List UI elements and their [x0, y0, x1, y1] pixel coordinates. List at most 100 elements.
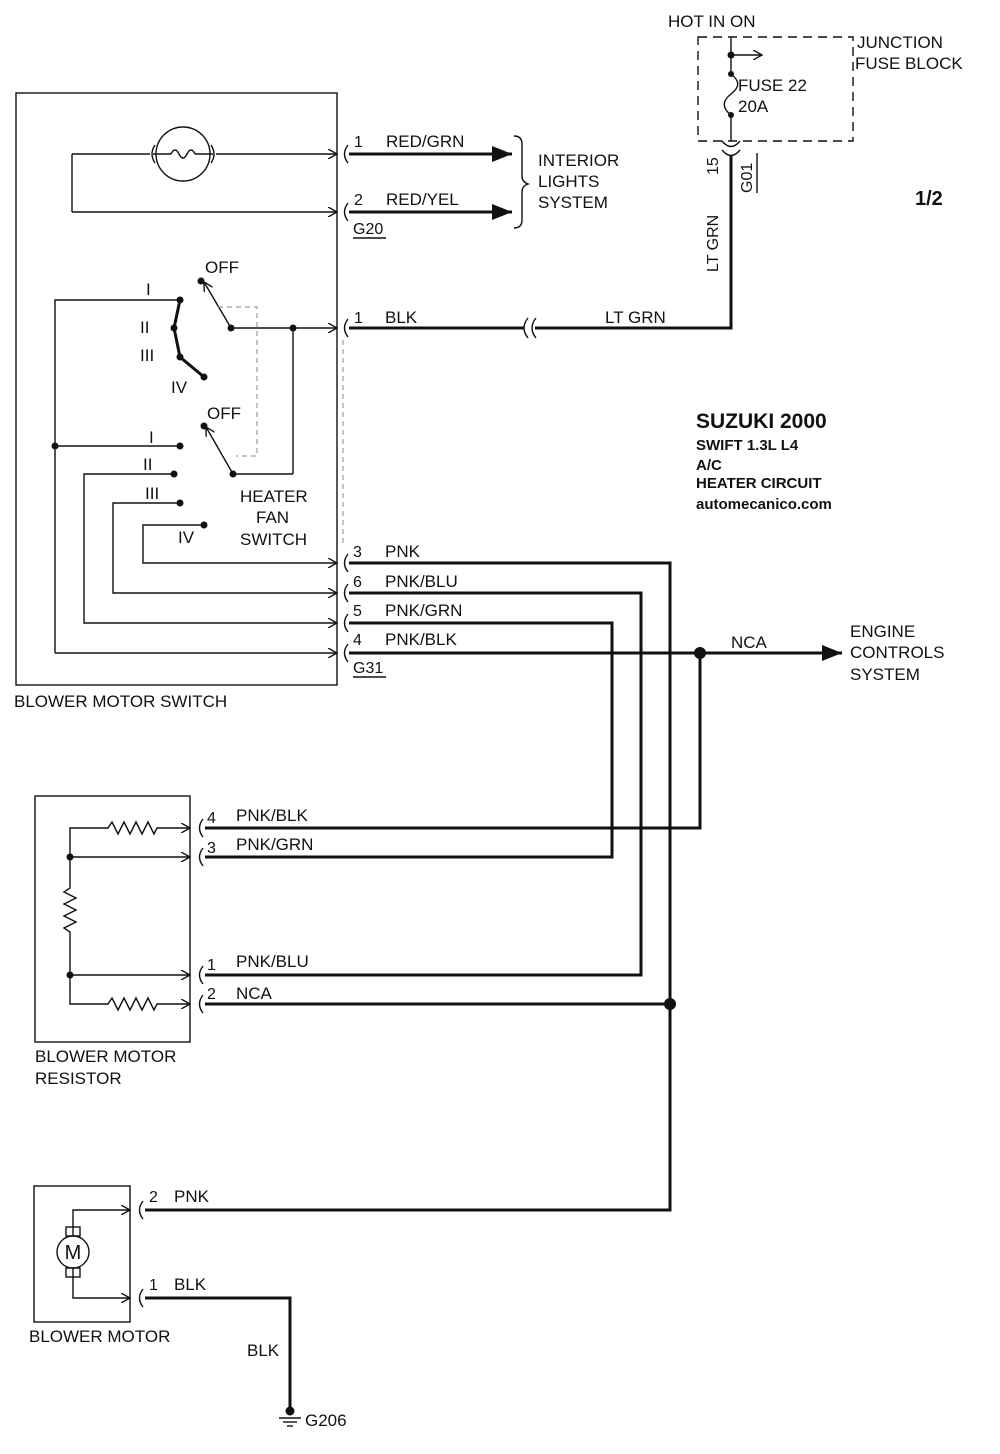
- system-title: A/C: [696, 457, 722, 474]
- switch-label: SWITCH: [240, 530, 307, 549]
- switch-linkage: [218, 306, 258, 457]
- g20-name-label: G20: [353, 221, 383, 238]
- resistor-pin3-wire: PNK/GRN: [236, 835, 313, 854]
- resistor-pin1-wire: PNK/BLU: [236, 952, 309, 971]
- heater-label: HEATER: [240, 487, 308, 506]
- ground-name-label: G206: [305, 1411, 347, 1430]
- resistor-pin4-wire: PNK/BLK: [236, 806, 308, 825]
- resistor-pin2-wire: NCA: [236, 984, 273, 1003]
- g31-pin4-icon: [343, 643, 349, 663]
- ground-node: [285, 1406, 295, 1416]
- g01-name-label: G01: [739, 163, 756, 193]
- g31-pin3-icon: [343, 553, 349, 573]
- pos-1-bus: [54, 299, 180, 653]
- resistor-name-2: RESISTOR: [35, 1069, 122, 1088]
- fuse-name-label: FUSE 22: [738, 76, 807, 95]
- motor-icon: [56, 1235, 90, 1269]
- out-wire-pnk-blu: PNK/BLU: [385, 572, 458, 591]
- resistor-pin1-label: 1: [207, 957, 216, 974]
- resistor-pin4-label: 4: [207, 810, 216, 827]
- pnk-blu-wire: [205, 591, 643, 977]
- g31-pin5-icon: [343, 613, 349, 633]
- make-year-title: SUZUKI 2000: [696, 410, 827, 433]
- g01-pin-label: 15: [705, 157, 722, 175]
- motor-pin1-wire: BLK: [174, 1275, 207, 1294]
- motor-pin1-label: 1: [149, 1277, 158, 1294]
- resistor-middle-icon: [62, 857, 78, 975]
- blk-wire-label: BLK: [385, 308, 418, 327]
- red-grn-label: RED/GRN: [386, 132, 464, 151]
- lt-grn-wire-path: [535, 155, 733, 330]
- lower-pos-4-label: IV: [178, 528, 195, 547]
- engine-label: ENGINE: [850, 622, 915, 641]
- out-wire-pnk: PNK: [385, 542, 421, 561]
- inline-connector-icon: [531, 317, 537, 339]
- lower-pos-2-label: II: [143, 455, 152, 474]
- page-indicator: 1/2: [915, 188, 943, 210]
- blower-motor-resistor: BLOWER MOTOR RESISTOR 4 PNK/BLK 3 PNK/GR…: [34, 795, 313, 1088]
- circuit-title: HEATER CIRCUIT: [696, 475, 822, 492]
- motor-pin2-icon: [138, 1200, 144, 1220]
- blower-motor-switch: BLOWER MOTOR SWITCH OFF I II III IV: [14, 92, 338, 711]
- g31-name-label: G31: [353, 660, 383, 677]
- upper-pos-2-label: II: [140, 318, 149, 337]
- g31-pin6-icon: [343, 583, 349, 603]
- upper-off-contact: [197, 277, 205, 285]
- junction-label: JUNCTION: [857, 33, 943, 52]
- title-block: SUZUKI 2000 SWIFT 1.3L L4 A/C HEATER CIR…: [696, 410, 832, 513]
- pnk-blk-to-resistor: [205, 653, 702, 830]
- harness-wires: NCA ENGINE CONTROLS SYSTEM: [145, 561, 944, 1212]
- connector-g31: 3 PNK 6 PNK/BLU 5 PNK/GRN 4 PNK/BLK G31: [342, 318, 462, 678]
- g01-connector-icon-2: [721, 149, 741, 157]
- feed-pin-label: 1: [354, 310, 363, 327]
- out-pin-3: 3: [353, 544, 362, 561]
- resistor-pin4-icon: [198, 818, 204, 838]
- ground-wire: [145, 1296, 292, 1410]
- connector-g20: 1 2 RED/GRN RED/YEL G20 INTERIOR LIGHTS …: [343, 132, 619, 239]
- pos-3-out-wire: [112, 502, 337, 593]
- switch-name-label: BLOWER MOTOR SWITCH: [14, 692, 227, 711]
- lower-wiper-arm: [206, 427, 234, 475]
- switch-housing: [15, 92, 338, 686]
- resistor-pin1-icon: [198, 965, 204, 985]
- g01-connector-icon: [721, 140, 741, 148]
- upper-off-label: OFF: [205, 258, 239, 277]
- lamp-filament-icon: [170, 149, 196, 159]
- lamp-socket-left: [151, 144, 156, 164]
- hot-in-on-label: HOT IN ON: [668, 12, 756, 31]
- pos-4-out-wire: [142, 524, 337, 563]
- motor-name-label: BLOWER MOTOR: [29, 1327, 170, 1346]
- motor-wire-top: [72, 1210, 130, 1236]
- upper-contact-jumper: [172, 299, 205, 379]
- fuse-block-outline: [697, 36, 854, 142]
- out-wire-pnk-grn: PNK/GRN: [385, 601, 462, 620]
- lights-label: LIGHTS: [538, 172, 599, 191]
- upper-wiper-arm: [204, 282, 232, 329]
- upper-pos-1-label: I: [146, 280, 151, 299]
- feed-pin-icon: [343, 318, 349, 338]
- motor-pin1-icon: [138, 1288, 144, 1308]
- upper-pos-3-label: III: [140, 346, 154, 365]
- controls-label: CONTROLS: [850, 643, 944, 662]
- motor-symbol: M: [65, 1242, 82, 1264]
- fuse-rating-label: 20A: [738, 97, 769, 116]
- lower-pos-3-label: III: [145, 484, 159, 503]
- motor-pin2-wire: PNK: [174, 1187, 210, 1206]
- fan-label: FAN: [256, 508, 289, 527]
- interior-label: INTERIOR: [538, 151, 619, 170]
- motor-housing: [33, 1185, 131, 1323]
- engine-system-label: SYSTEM: [850, 665, 920, 684]
- system-label: SYSTEM: [538, 193, 608, 212]
- nca-label: NCA: [731, 633, 768, 652]
- out-pin-5: 5: [353, 603, 362, 620]
- resistor-name-1: BLOWER MOTOR: [35, 1047, 176, 1066]
- resistor-housing: [34, 795, 191, 1043]
- inline-connector-icon-2: [523, 317, 529, 339]
- out-wire-pnk-blk: PNK/BLK: [385, 630, 457, 649]
- lower-off-label: OFF: [207, 404, 241, 423]
- lower-contact-1: [176, 442, 184, 450]
- fuse-block-label: FUSE BLOCK: [855, 54, 963, 73]
- resistor-pin2-icon: [198, 994, 204, 1014]
- lt-grn-label: LT GRN: [605, 308, 666, 327]
